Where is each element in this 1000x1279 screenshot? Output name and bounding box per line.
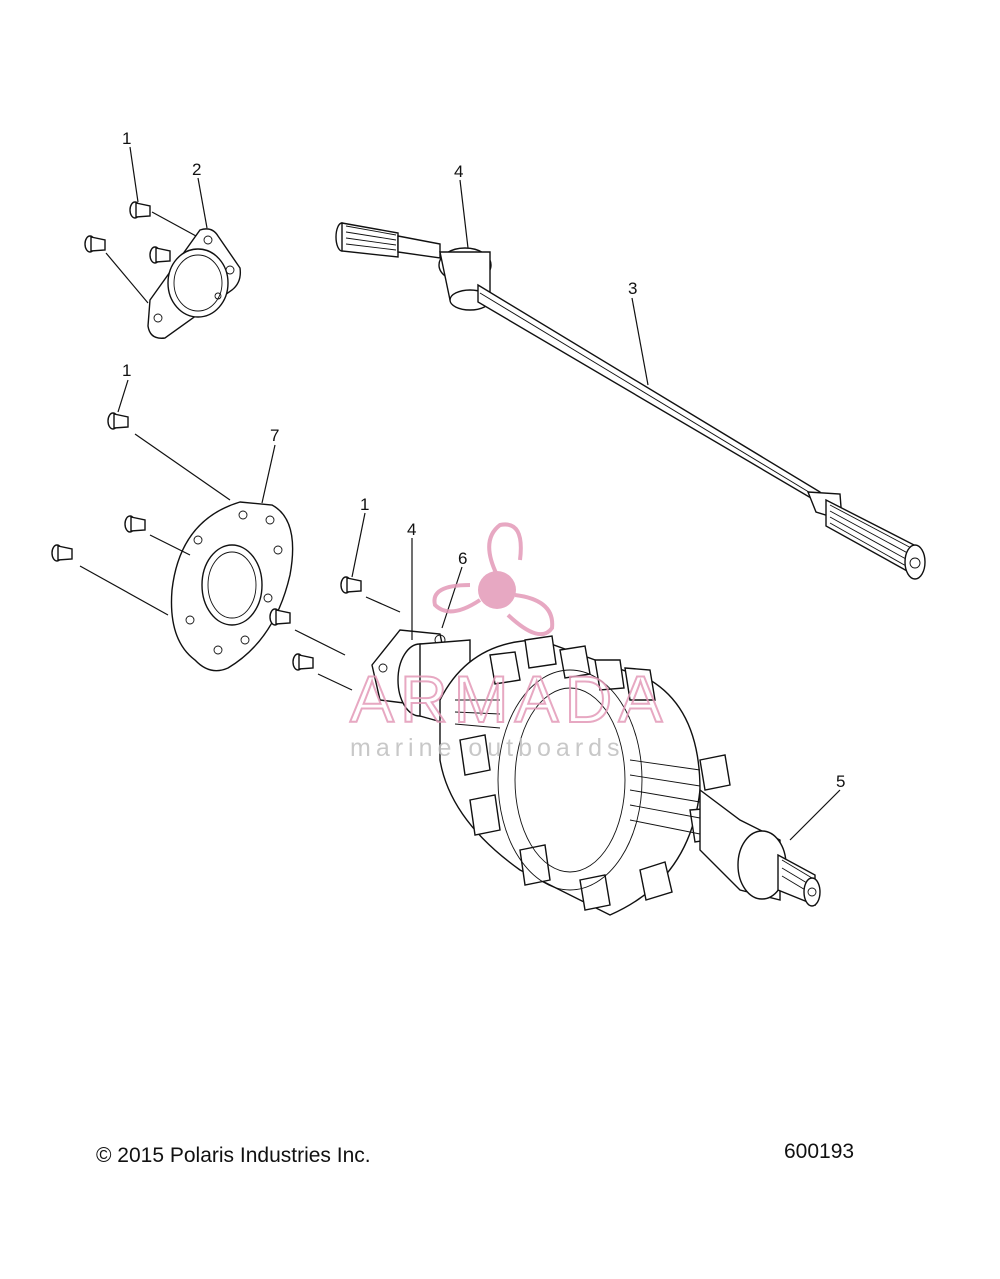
callout-labels: 1 2 4 3 1 7 1 4 6 5	[122, 129, 845, 791]
propeller-logo	[432, 522, 555, 637]
small-flange-plate	[147, 228, 242, 339]
bolt	[84, 235, 106, 253]
differential-assembly	[371, 629, 821, 916]
callout-bolt-top: 1	[122, 129, 131, 148]
callout-bearing: 6	[458, 549, 467, 568]
bolt	[51, 544, 73, 562]
propeller-hub-icon	[478, 571, 516, 609]
callout-small-flange: 2	[192, 160, 201, 179]
bolt	[124, 515, 146, 533]
drawing-number: 600193	[784, 1140, 855, 1163]
callout-drive-shaft: 3	[628, 279, 637, 298]
callout-bolt-middle: 1	[122, 361, 131, 380]
bolt	[149, 246, 171, 264]
callout-differential: 5	[836, 772, 845, 791]
callout-large-flange: 7	[270, 426, 279, 445]
callout-seal-lower: 4	[407, 520, 416, 539]
watermark-brand: ARMADA	[350, 662, 668, 736]
bolt	[107, 412, 129, 430]
callout-bolt-lower: 1	[360, 495, 369, 514]
copyright-notice: © 2015 Polaris Industries Inc.	[96, 1144, 371, 1167]
bolt	[340, 576, 362, 594]
watermark-tagline: marine outboards	[350, 734, 625, 762]
bolt	[129, 201, 151, 219]
bolt-group-middle	[51, 412, 231, 616]
callout-seal-top: 4	[454, 162, 463, 181]
bolt	[292, 653, 314, 671]
bolt-group-top	[84, 201, 197, 304]
large-flange-plate	[170, 501, 294, 672]
leader-lines	[117, 146, 841, 841]
armada-watermark: ARMADA marine outboards	[349, 522, 668, 762]
drive-shaft	[335, 222, 926, 580]
bolt	[269, 608, 291, 626]
bolt-group-lower	[269, 576, 401, 691]
